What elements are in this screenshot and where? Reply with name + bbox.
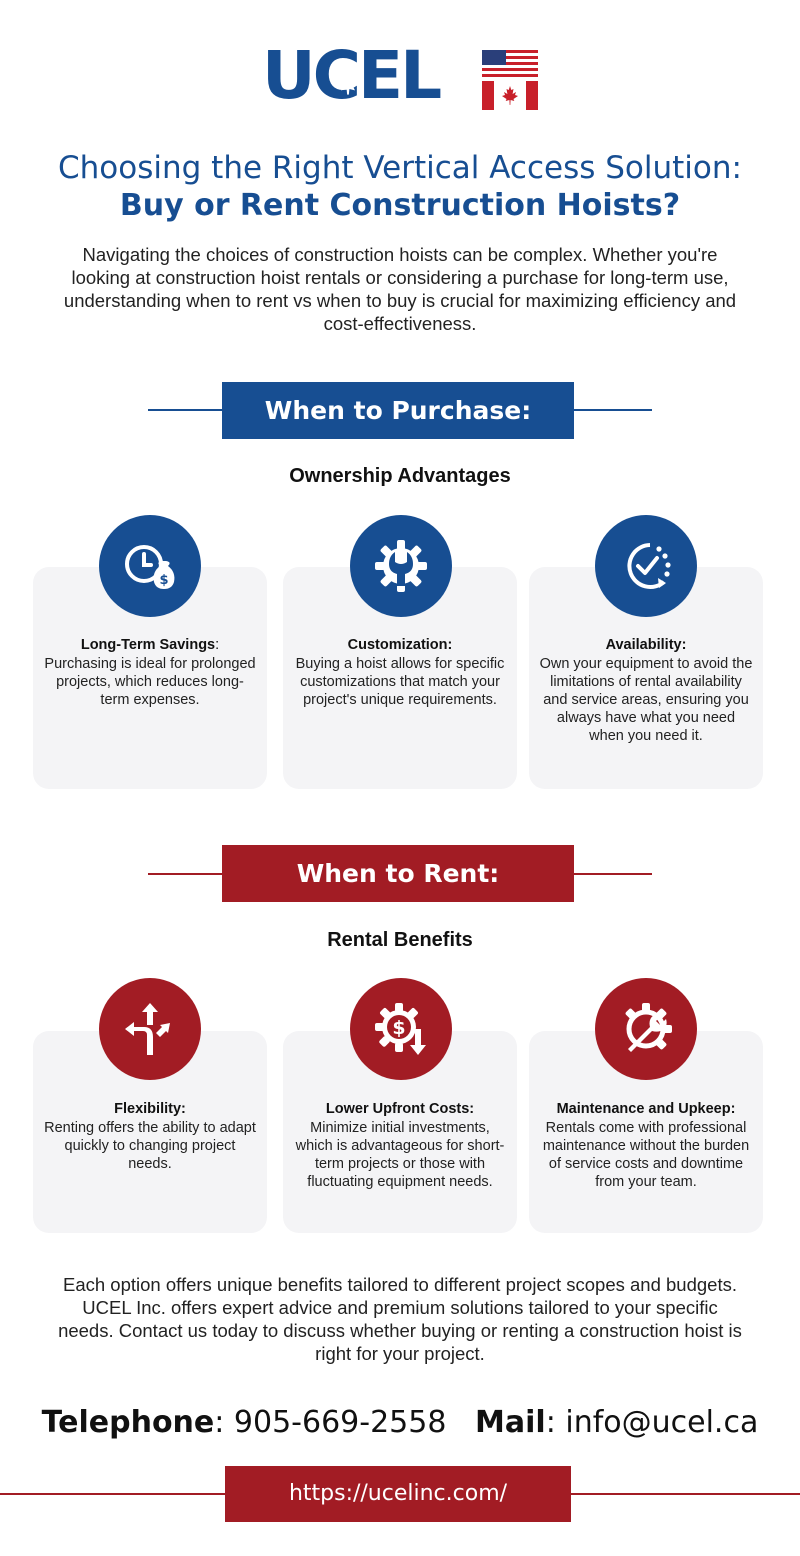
card-body: Own your equipment to avoid the limitati… — [539, 656, 753, 744]
card-body: Rentals come with professional maintenan… — [542, 1120, 750, 1190]
card-title: Lower Upfront Costs: — [325, 1101, 475, 1117]
rent-heading: When to Rent: — [222, 845, 574, 902]
telephone-number[interactable]: : 905-669-2558 — [214, 1405, 447, 1440]
page-title-line1: Choosing the Right Vertical Access Solut… — [58, 150, 742, 186]
card-title: Customization: — [347, 637, 453, 653]
card-title: Flexibility: — [114, 1101, 186, 1117]
gear-wrench-icon — [350, 515, 452, 617]
rent-subheading: Rental Benefits — [327, 929, 473, 951]
split-arrows-icon — [99, 978, 201, 1080]
brand-logo: UCEL — [0, 40, 800, 116]
svg-text:$: $ — [159, 573, 168, 588]
card-body: Purchasing is ideal for prolonged projec… — [44, 656, 256, 708]
purchase-heading: When to Purchase: — [222, 382, 574, 439]
card-body: Buying a hoist allows for specific custo… — [295, 656, 505, 708]
purchase-subheading: Ownership Advantages — [289, 465, 511, 487]
intro-paragraph: Navigating the choices of construction h… — [63, 244, 737, 334]
svg-text:$: $ — [392, 1017, 405, 1039]
purchase-card-availability: Availability: Own your equipment to avoi… — [529, 567, 763, 789]
maple-leaf-icon — [335, 69, 361, 95]
purchase-card-savings: Long-Term Savings: Purchasing is ideal f… — [33, 567, 267, 789]
card-body: Renting offers the ability to adapt quic… — [44, 1120, 256, 1172]
card-title: Maintenance and Upkeep: — [556, 1101, 736, 1117]
website-link[interactable]: https://ucelinc.com/ — [225, 1466, 571, 1522]
outro-paragraph: Each option offers unique benefits tailo… — [58, 1274, 742, 1364]
gear-dollar-icon: $ — [350, 978, 452, 1080]
rent-card-upfront-costs: Lower Upfront Costs: Minimize initial in… — [283, 1031, 517, 1233]
usa-canada-flag-icon — [482, 50, 538, 110]
gear-tools-icon — [595, 978, 697, 1080]
clock-money-icon: $ — [99, 515, 201, 617]
mail-label: Mail — [475, 1405, 546, 1440]
contact-line: Telephone: 905-669-2558 Mail: info@ucel.… — [0, 1405, 800, 1440]
card-title: Long-Term Savings: — [80, 637, 220, 653]
email-address[interactable]: : info@ucel.ca — [545, 1405, 759, 1440]
card-body: Minimize initial investments, which is a… — [295, 1120, 505, 1190]
card-title: Availability: — [605, 637, 687, 653]
clock-check-icon — [595, 515, 697, 617]
telephone-label: Telephone — [41, 1405, 215, 1440]
page-title-line2: Buy or Rent Construction Hoists? — [119, 188, 681, 223]
